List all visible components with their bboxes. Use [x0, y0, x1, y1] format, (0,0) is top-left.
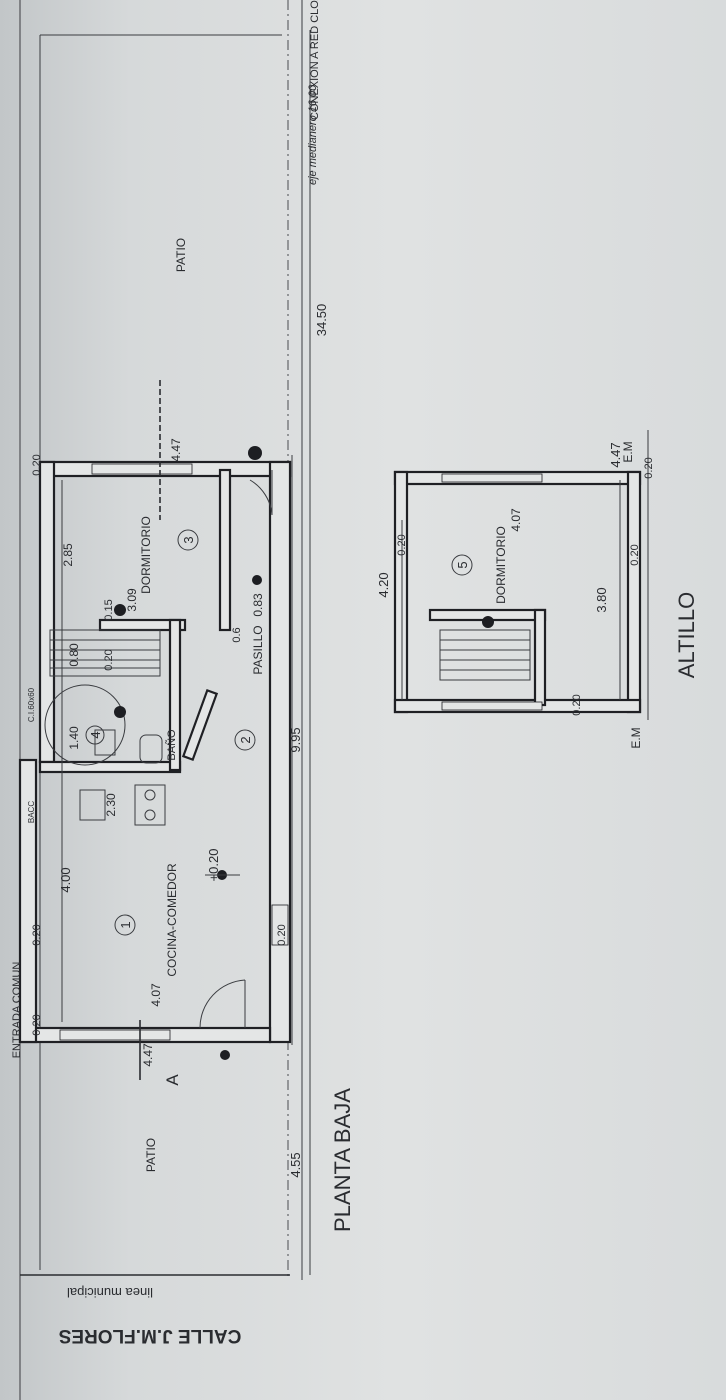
dim-3450: 34.50 [314, 304, 329, 337]
dim-020-e: 0.20 [629, 544, 641, 565]
dim-447c: 4.47 [608, 442, 623, 467]
section-a-label: A [163, 1074, 182, 1086]
dormitorio-3-label: DORMITORIO [139, 516, 153, 594]
ci-label: C.I.60x60 [27, 687, 36, 722]
dim-447a: 4.47 [141, 1043, 155, 1067]
room-5-number: 5 [455, 561, 470, 568]
wall-right [268, 460, 292, 1044]
dim-020-top: 0.20 [31, 454, 43, 475]
window-dorm [91, 463, 193, 475]
em-label-2: E.M [621, 441, 635, 462]
dim-309: 3.09 [125, 588, 139, 612]
door-back [249, 470, 273, 516]
burner-2-icon [144, 809, 156, 821]
dim-420: 4.20 [376, 572, 391, 597]
dim-020-g: 0.20 [643, 457, 655, 478]
room-2-circle [234, 729, 256, 751]
patio-right-label: PATIO [174, 238, 188, 272]
conexion-label: CONEXION A RED CLOACAL C.P.V [309, 0, 321, 120]
wall-dorm-corridor [218, 468, 232, 632]
altillo-title: ALTILLO [674, 592, 699, 678]
room-2-number: 2 [238, 736, 253, 743]
patio-left-label: PATIO [144, 1138, 158, 1172]
dim-407b: 4.07 [509, 508, 523, 532]
wall-left-top [38, 460, 56, 764]
burner-1-icon [144, 789, 156, 801]
dim-060: 0.6 [231, 627, 243, 642]
stove-fixture [134, 784, 166, 826]
dim-015: 0.15 [103, 599, 115, 620]
light-point-3-icon [114, 604, 126, 616]
dim-230: 2.30 [104, 793, 118, 817]
planta-baja-title: PLANTA BAJA [330, 1088, 355, 1232]
eje-medianero-label: eje medianero 16.00 [307, 84, 319, 185]
sink-fixture [79, 789, 106, 821]
dim-020-d: 0.20 [396, 534, 408, 555]
wall-bath-corridor [168, 618, 182, 772]
dim-400: 4.00 [58, 867, 73, 892]
bano-label: BAÑO [165, 729, 178, 761]
dormitorio-5-label: DORMITORIO [494, 526, 508, 604]
wall-kitchen-bath [38, 760, 182, 774]
room-5-circle [451, 554, 473, 576]
window-kitchen [59, 1029, 171, 1041]
dim-995: 9.95 [288, 727, 303, 752]
linea-municipal-label: linea municipal [67, 1285, 153, 1300]
level-label: +0.20 [206, 849, 221, 882]
dim-447b: 4.47 [169, 438, 183, 462]
wall-corridor-stub [181, 688, 219, 762]
light-point-2-icon [252, 575, 262, 585]
dim-020-b: 0.20 [31, 924, 43, 945]
em-label-1: E.M [629, 727, 643, 748]
room-1-circle [114, 914, 136, 936]
dim-020-stair: 0.20 [103, 649, 115, 670]
room-1-number: 1 [118, 921, 133, 928]
dim-380: 3.80 [594, 587, 609, 612]
altillo-stair-side [533, 608, 547, 707]
dim-020-c: 0.20 [276, 924, 288, 945]
bacc-label: BACC [27, 801, 36, 823]
toilet-fixture [139, 734, 163, 764]
altillo-window-top [441, 473, 543, 483]
dim-083: 0.83 [251, 593, 265, 617]
door-front [199, 979, 246, 1029]
street-label: CALLE J.M.FLORES [59, 1325, 242, 1346]
dim-455: 4.55 [288, 1152, 303, 1177]
light-point-4-icon [114, 706, 126, 718]
shower-arc [44, 684, 126, 766]
altillo-window-bottom [441, 701, 543, 711]
basin-fixture [94, 729, 116, 756]
altillo-wall-left [393, 470, 409, 714]
dim-020-a: 0.20 [31, 1014, 43, 1035]
room-4-number: 4 [88, 731, 103, 738]
stairs-altillo [439, 629, 531, 681]
dim-285: 2.85 [61, 543, 75, 567]
cocina-comedor-label: COCINA-COMEDOR [165, 863, 179, 977]
room-4-circle [85, 725, 105, 745]
dim-020-f: 0.20 [571, 694, 583, 715]
window-side [271, 904, 289, 946]
dim-080: 0.80 [67, 643, 81, 667]
altillo-light-icon [482, 616, 494, 628]
pasillo-label: PASILLO [251, 625, 265, 674]
altillo-wall-right [626, 470, 642, 714]
stairs-ground [49, 629, 161, 677]
dim-140: 1.40 [67, 726, 81, 750]
entry-light-icon [220, 1050, 230, 1060]
wall-left-bottom [18, 758, 38, 1044]
dim-407a: 4.07 [149, 983, 163, 1007]
light-point-1-icon [248, 446, 262, 460]
room-3-number: 3 [181, 536, 196, 543]
entrada-comun-label: ENTRADA COMUN [11, 962, 23, 1059]
room-3-circle [177, 529, 199, 551]
